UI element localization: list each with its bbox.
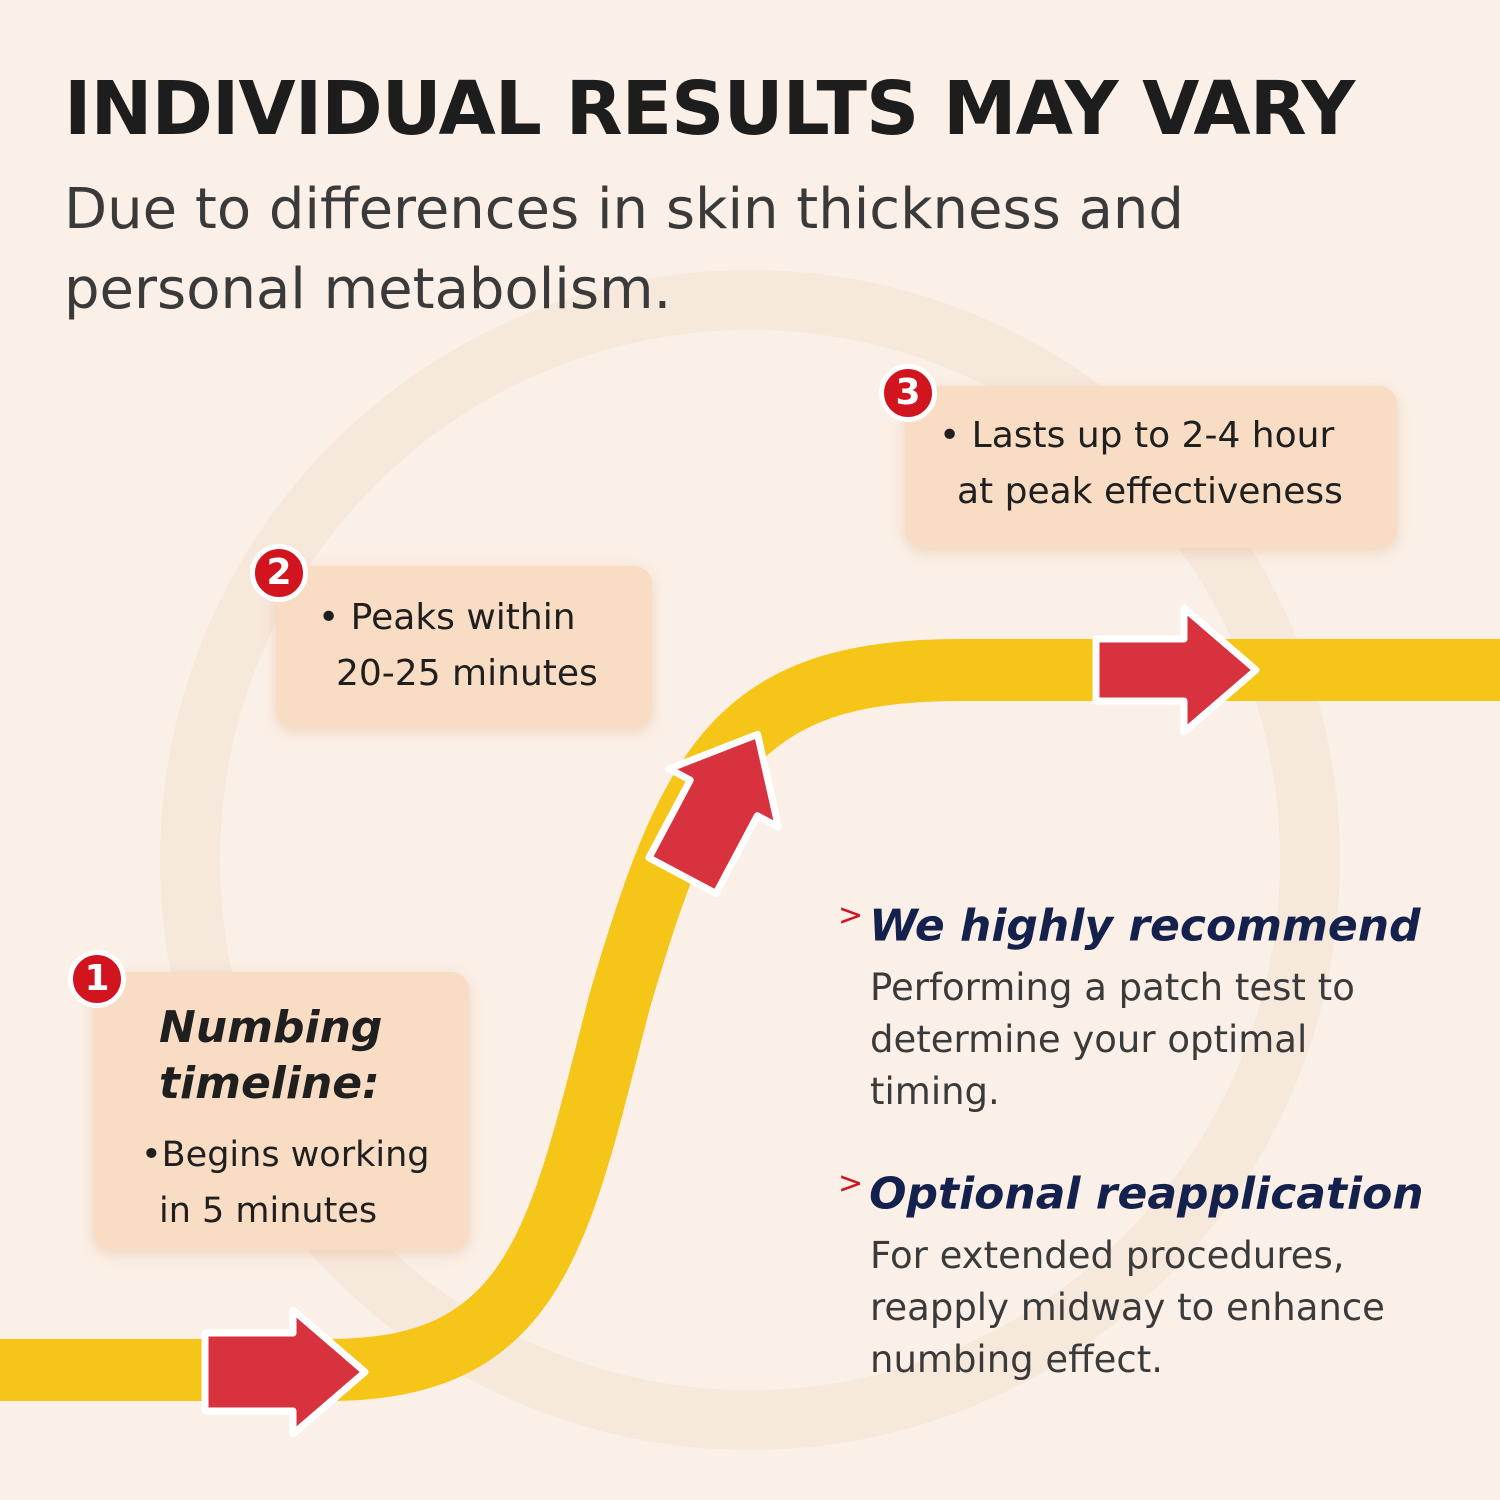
stage-2-text: • Peaks within 20-25 minutes [318,590,598,702]
page-subtitle: Due to differences in skin thickness and… [64,177,1184,322]
tip-recommend-heading: >We highly recommend [838,898,1458,952]
arrow-up-right-icon [645,730,782,897]
stage-3-line-1: • Lasts up to 2-4 hour [939,415,1335,456]
arrow-right-icon [1092,604,1260,736]
chevron-right-icon: > [838,1166,864,1201]
tip-recommend: >We highly recommend Performing a patch … [838,898,1458,1118]
tip-recommend-text: Performing a patch test to determine you… [870,965,1355,1113]
tip-recommend-title: We highly recommend [869,900,1421,952]
timeline-track [0,639,1500,1401]
stage-3-card: • Lasts up to 2-4 hour at peak effective… [905,386,1397,548]
tip-reapplication-text: For extended procedures, reapply midway … [870,1233,1385,1381]
page-title: INDIVIDUAL RESULTS MAY VARY [64,66,1355,152]
stage-3-badge: 3 [879,364,937,422]
tip-reapplication-title: Optional reapplication [869,1168,1424,1220]
stage-2-line-1: • Peaks within [318,597,576,638]
stage-2-line-2: 20-25 minutes [336,653,598,694]
stage-3-text: • Lasts up to 2-4 hour at peak effective… [939,408,1343,520]
stage-1-text: •Begins working in 5 minutes [141,1127,430,1239]
tip-reapplication: >Optional reapplication For extended pro… [838,1166,1458,1386]
chevron-right-icon: > [838,898,864,933]
stage-2-card: • Peaks within 20-25 minutes [276,566,652,728]
stage-1-badge: 1 [68,950,126,1008]
arrow-right-icon [201,1306,369,1438]
stage-1-card: Numbing timeline: •Begins working in 5 m… [93,972,469,1250]
stage-1-heading: Numbing timeline: [159,1002,383,1109]
stage-1-line-2: in 5 minutes [159,1191,378,1231]
tip-reapplication-heading: >Optional reapplication [838,1166,1458,1220]
stage-3-line-2: at peak effectiveness [957,471,1343,512]
stage-1-line-1: •Begins working [141,1135,430,1175]
stage-2-badge: 2 [250,544,308,602]
